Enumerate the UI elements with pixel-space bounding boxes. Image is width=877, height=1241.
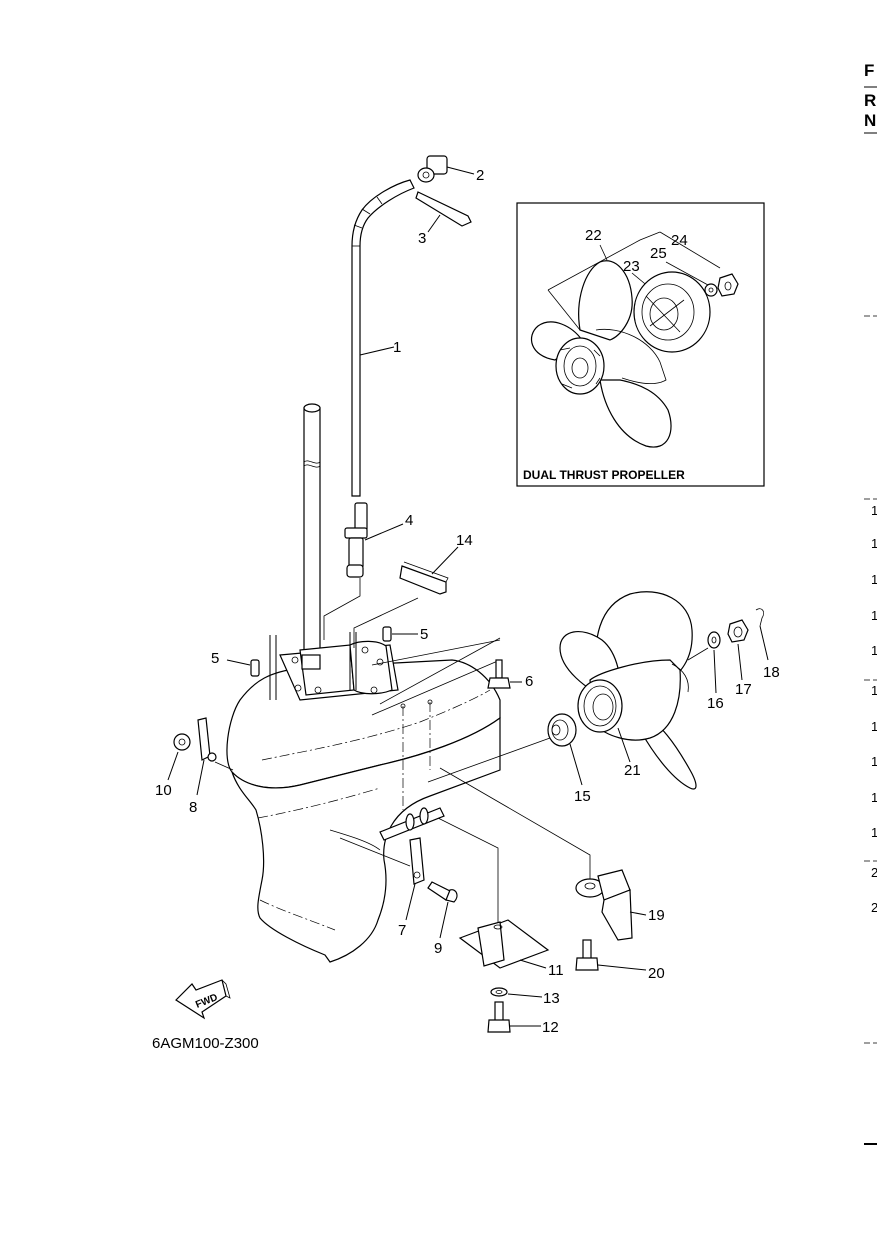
callout-label: 24 <box>671 232 688 249</box>
strap-part-3 <box>415 191 472 233</box>
callout-label: 16 <box>707 695 724 712</box>
cotter-pin-part-18 <box>755 608 769 661</box>
callout-label: 5 <box>211 650 219 667</box>
inset-title: DUAL THRUST PROPELLER <box>523 468 685 482</box>
clip-part-7 <box>405 837 425 921</box>
header-fig-letter: F <box>864 61 874 80</box>
right-column: 1 1 1 1 1 1 1 1 1 1 2 2 <box>864 315 877 1145</box>
connector-part-4 <box>344 502 404 578</box>
callout-label: 1 <box>393 339 401 356</box>
thrust-hub-part-15 <box>547 713 583 786</box>
bolt-part-6 <box>487 659 522 689</box>
callout-label: 7 <box>398 922 406 939</box>
callout-label: 21 <box>624 762 641 779</box>
callout-label: 13 <box>543 990 560 1007</box>
side-number: 1 <box>871 503 877 518</box>
side-number: 1 <box>871 572 877 587</box>
callout-label: 10 <box>155 782 172 799</box>
propeller-shaft <box>379 807 445 841</box>
callout-label: 6 <box>525 673 533 690</box>
diagram-code: 6AGM100-Z300 <box>152 1035 259 1052</box>
header-no-letter: N <box>864 111 876 130</box>
lower-casing <box>226 632 501 963</box>
side-number: 1 <box>871 608 877 623</box>
grommet-part-2 <box>417 155 475 183</box>
callout-label: 3 <box>418 230 426 247</box>
drive-shaft <box>303 403 321 651</box>
dowel-pin-part-5a <box>226 659 260 677</box>
bracket-part-14 <box>399 546 459 595</box>
inset-dual-thrust: 22 23 24 25 DUAL THRUST PROPELLER <box>516 202 765 487</box>
right-header: F R N <box>864 61 877 134</box>
side-number: 1 <box>871 536 877 551</box>
callout-label: 9 <box>434 940 442 957</box>
callout-label: 23 <box>623 258 640 275</box>
callout-label: 25 <box>650 245 667 262</box>
callout-label: 12 <box>542 1019 559 1036</box>
callout-label: 18 <box>763 664 780 681</box>
washer-part-13 <box>490 987 543 998</box>
bolt-part-12 <box>487 1001 541 1033</box>
clip-part-8 <box>196 717 217 796</box>
callout-label: 19 <box>648 907 665 924</box>
assembly-guide-lines <box>214 578 709 925</box>
tube-part-1 <box>351 179 415 497</box>
dowel-pin-part-5b <box>382 626 418 642</box>
anode-fin-part-19 <box>575 869 647 941</box>
callout-label: 4 <box>405 512 413 529</box>
propeller-part-21 <box>559 591 697 790</box>
side-number: 1 <box>871 825 877 840</box>
anode-part-11 <box>458 919 550 969</box>
side-number: 1 <box>871 683 877 698</box>
side-number: 1 <box>871 719 877 734</box>
side-number: 1 <box>871 754 877 769</box>
callout-label: 8 <box>189 799 197 816</box>
side-number: 2 <box>871 900 877 915</box>
side-number: 1 <box>871 643 877 658</box>
callout-label: 11 <box>548 962 564 979</box>
header-ref-letter: R <box>864 91 876 110</box>
callout-label: 2 <box>476 167 484 184</box>
side-number: 1 <box>871 790 877 805</box>
callout-label: 20 <box>648 965 665 982</box>
callout-label: 17 <box>735 681 752 698</box>
callouts: 1 2 3 4 5 5 6 7 8 9 10 11 12 13 14 15 16… <box>155 167 780 1036</box>
forward-arrow-icon: FWD <box>175 979 231 1020</box>
grommet-part-10 <box>167 733 191 781</box>
bolt-part-20 <box>575 939 647 971</box>
callout-label: 14 <box>456 532 473 549</box>
washer-part-16 <box>707 631 721 694</box>
screw-part-9 <box>427 881 458 939</box>
callout-label: 15 <box>574 788 591 805</box>
callout-label: 22 <box>585 227 602 244</box>
side-number: 2 <box>871 865 877 880</box>
nut-part-17 <box>727 619 749 681</box>
callout-label: 5 <box>420 626 428 643</box>
